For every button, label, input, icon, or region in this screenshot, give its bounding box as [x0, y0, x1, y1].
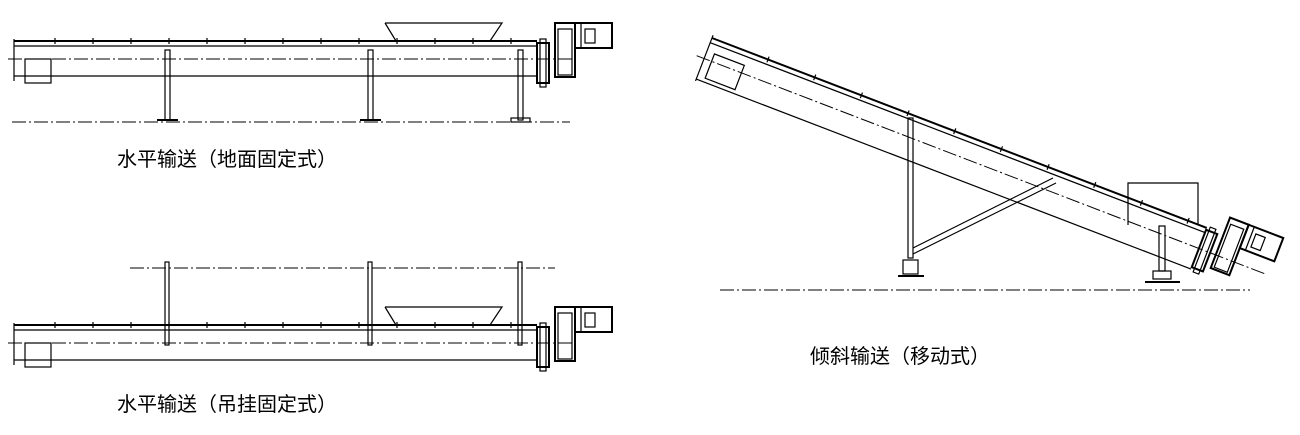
- caption-inclined-mobile: 倾斜输送（移动式）: [810, 344, 990, 368]
- caption-horizontal-hanging-fixed: 水平输送（吊挂固定式）: [117, 392, 337, 416]
- inclined-mobile-conveyor: [694, 34, 1285, 299]
- horizontal-floor-conveyor: [8, 23, 612, 123]
- caption-horizontal-floor-fixed: 水平输送（地面固定式）: [117, 147, 337, 171]
- horizontal-hanging-conveyor: [8, 261, 612, 371]
